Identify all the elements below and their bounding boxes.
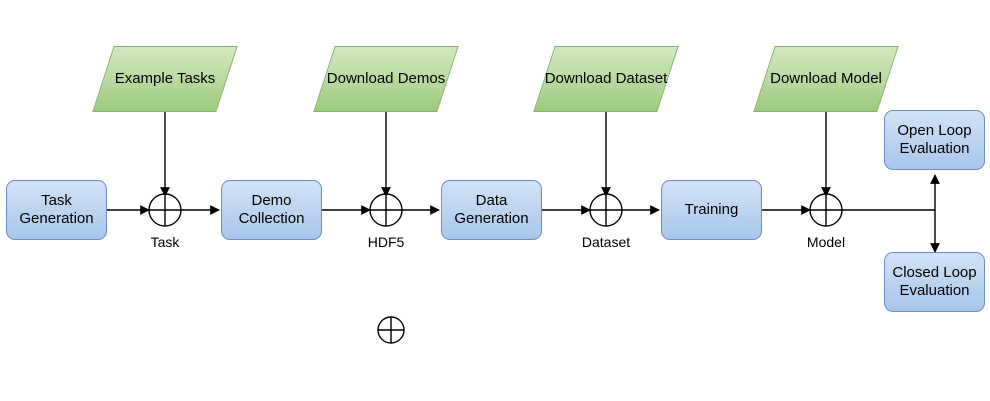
input-download-demos-label: Download Demos [324,46,448,112]
process-label-line1: Data [475,192,508,209]
input-example-tasks-label: Example Tasks [103,46,227,112]
input-download-demos[interactable]: Download Demos [313,46,459,112]
input-label-line2: Tasks [176,70,216,87]
input-label-line1: Example [114,70,174,87]
junction-label-task: Task [150,234,180,250]
or-junction-hdf5 [369,193,403,227]
input-example-tasks[interactable]: Example Tasks [92,46,238,112]
process-label-line2: Collection [238,210,305,227]
input-label-line1: Download [770,70,837,87]
process-task-generation[interactable]: Task Generation [6,180,107,240]
process-label-line1: Task [41,192,72,209]
process-open-loop-evaluation[interactable]: Open Loop Evaluation [884,110,985,170]
input-label-line2: Dataset [615,70,668,87]
junction-label-dataset: Dataset [581,234,631,250]
input-download-dataset[interactable]: Download Dataset [533,46,679,112]
junction-label-model: Model [806,234,846,250]
process-data-generation[interactable]: Data Generation [441,180,542,240]
process-label-line1: Training [684,201,739,218]
or-junction-model [809,193,843,227]
process-closed-loop-evaluation[interactable]: Closed Loop Evaluation [884,252,985,312]
process-label-line2: Generation [19,210,94,227]
legend-or-icon [377,316,405,344]
input-label-line1: Download [544,70,612,87]
junction-label-hdf5: HDF5 [367,234,405,250]
process-training[interactable]: Training [661,180,762,240]
process-label-line2: Evaluation [899,282,970,299]
process-label-line1: Open Loop [897,122,972,139]
or-junction-task [148,193,182,227]
legend: Legend Input Process OR [0,300,990,360]
input-download-dataset-label: Download Dataset [544,46,668,112]
or-junction-dataset [589,193,623,227]
input-download-model-label: Download Model [764,46,888,112]
process-label-line2: Generation [454,210,529,227]
process-label-line1: Demo [251,192,292,209]
input-label-line1: Download [326,70,394,87]
process-label-line1: Closed Loop [892,264,977,281]
input-label-line2: Model [841,70,882,87]
process-demo-collection[interactable]: Demo Collection [221,180,322,240]
input-download-model[interactable]: Download Model [753,46,899,112]
input-label-line2: Demos [397,70,446,87]
process-label-line2: Evaluation [899,140,970,157]
